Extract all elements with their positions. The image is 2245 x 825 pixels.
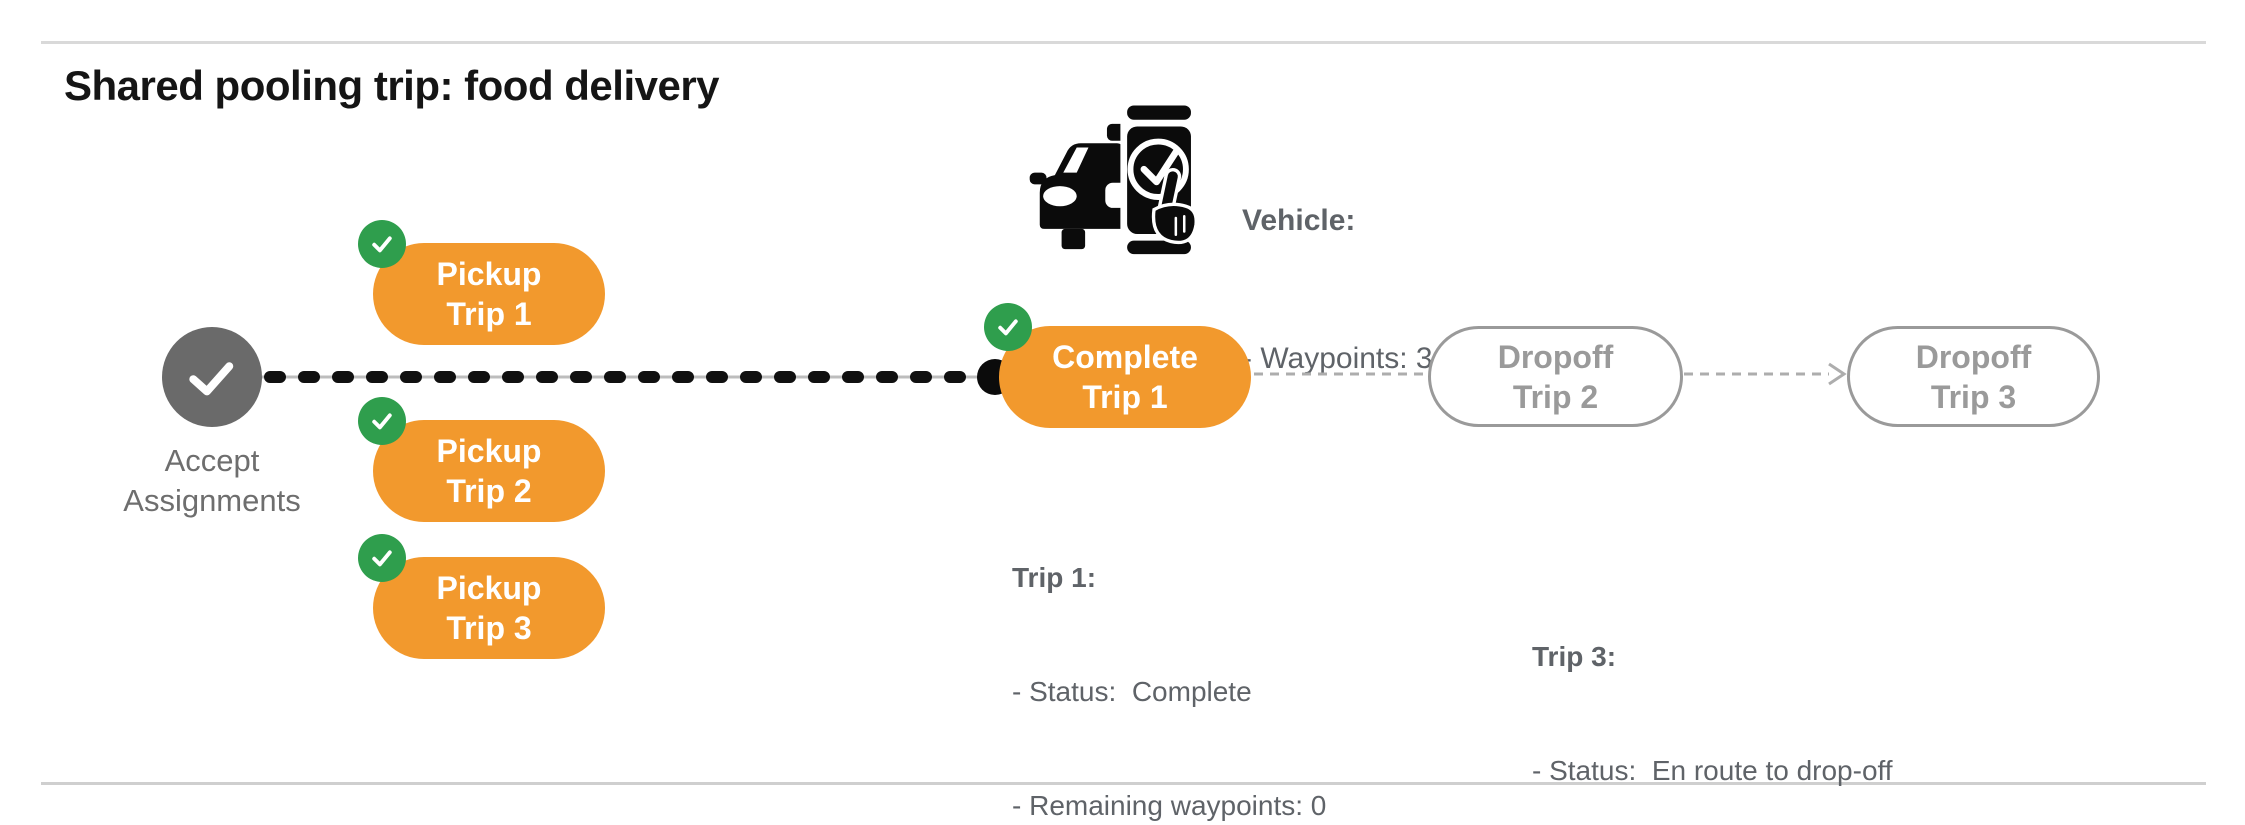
car-with-approval-phone-icon bbox=[1029, 98, 1196, 259]
dropoff-trip-3-node: Dropoff Trip 3 bbox=[1847, 326, 2100, 427]
trip-status-block-1: Trip 1: - Status: Complete - Remaining w… bbox=[1012, 483, 1373, 825]
completed-badge bbox=[984, 303, 1032, 351]
pill-label-line: Dropoff bbox=[1915, 338, 2032, 375]
completed-badge bbox=[358, 220, 406, 268]
pill-label-line: Trip 3 bbox=[446, 610, 532, 646]
completed-badge bbox=[358, 397, 406, 445]
top-divider bbox=[41, 41, 2206, 44]
check-icon bbox=[372, 413, 392, 430]
pill-label-line: Trip 1 bbox=[446, 296, 532, 332]
pill-label-line: Pickup bbox=[436, 256, 542, 292]
pill-label-line: Trip 2 bbox=[446, 473, 532, 509]
check-icon bbox=[189, 362, 234, 396]
connector-to-dropoff-3 bbox=[1684, 362, 1847, 386]
pickup-trip-1-node: Pickup Trip 1 bbox=[358, 220, 605, 345]
check-icon bbox=[998, 319, 1018, 336]
pill-label-line: Pickup bbox=[436, 570, 542, 606]
trip-3-heading: Trip 3: bbox=[1532, 641, 1617, 672]
trip-1-heading: Trip 1: bbox=[1012, 562, 1097, 593]
check-icon bbox=[372, 550, 392, 567]
vehicle-label: Vehicle: bbox=[1242, 204, 1356, 237]
main-dashed-connector bbox=[262, 359, 1013, 395]
bottom-divider bbox=[41, 782, 2206, 785]
pill-label-line: Trip 3 bbox=[1930, 378, 2017, 415]
page-title: Shared pooling trip: food delivery bbox=[64, 62, 720, 109]
accept-assignments-node bbox=[162, 327, 262, 427]
dropoff-trip-2-node: Dropoff Trip 2 bbox=[1428, 326, 1683, 427]
trip-1-waypoints: - Remaining waypoints: 0 bbox=[1012, 790, 1327, 821]
accept-assignments-label: Accept Assignments bbox=[123, 443, 301, 518]
completed-badge bbox=[358, 534, 406, 582]
arrowhead-icon bbox=[1828, 362, 1847, 386]
pickup-trip-2-node: Pickup Trip 2 bbox=[358, 397, 605, 522]
vehicle-info: Vehicle: - Waypoints: 3 bbox=[1242, 106, 1433, 474]
pill-label-line: Complete bbox=[1052, 339, 1198, 375]
pill-label-line: Dropoff bbox=[1497, 338, 1614, 375]
trip-status-block-2: Trip 3: - Status: En route to drop-off -… bbox=[1532, 562, 1893, 825]
pickup-trip-3-node: Pickup Trip 3 bbox=[358, 534, 605, 659]
pill-label-line: Trip 1 bbox=[1082, 379, 1168, 415]
check-icon bbox=[372, 236, 392, 253]
trip-1-status: - Status: Complete bbox=[1012, 676, 1252, 707]
pill-label-line: Trip 2 bbox=[1512, 378, 1599, 415]
pill-label-line: Pickup bbox=[436, 433, 542, 469]
complete-trip-1-node: Complete Trip 1 bbox=[984, 303, 1251, 428]
connector-to-dropoff-2 bbox=[1254, 372, 1428, 376]
trip-3-status: - Status: En route to drop-off bbox=[1532, 755, 1893, 786]
